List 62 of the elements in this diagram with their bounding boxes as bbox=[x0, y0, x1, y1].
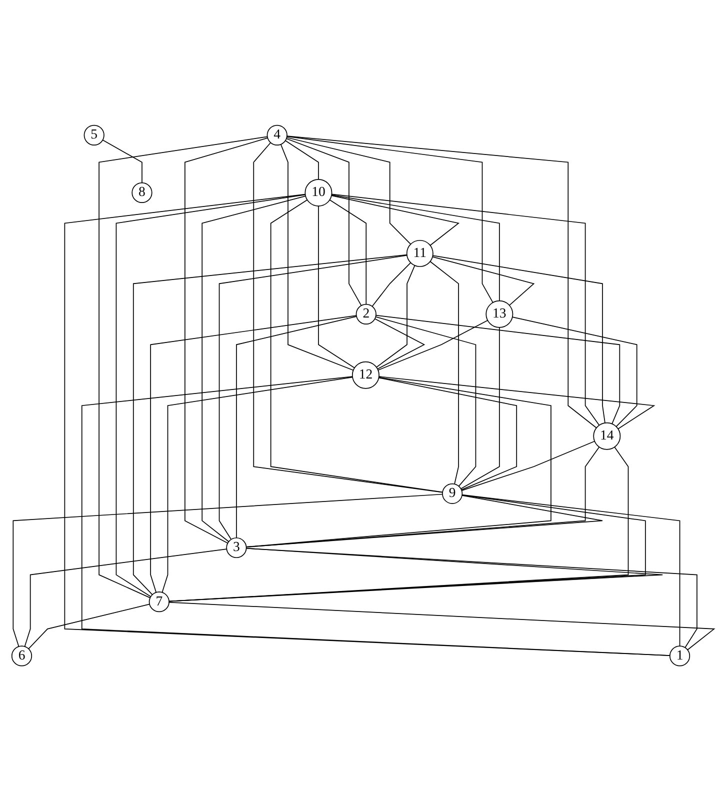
node-circle: 3 bbox=[226, 537, 247, 558]
connector bbox=[331, 195, 460, 246]
connector bbox=[430, 260, 459, 484]
connector bbox=[286, 136, 494, 303]
node-circle: 14 bbox=[593, 422, 621, 450]
connector bbox=[24, 548, 228, 647]
connector bbox=[168, 548, 664, 602]
connector bbox=[461, 440, 596, 491]
connector bbox=[378, 376, 656, 430]
connector bbox=[168, 494, 646, 602]
node-circle: 1 bbox=[669, 646, 690, 666]
connector bbox=[331, 194, 500, 302]
connector bbox=[284, 140, 319, 180]
connector bbox=[512, 316, 638, 427]
connector bbox=[286, 136, 412, 245]
connector bbox=[378, 377, 518, 490]
connector bbox=[202, 196, 306, 542]
node-circle: 13 bbox=[486, 300, 514, 328]
connector bbox=[98, 136, 268, 598]
connector bbox=[168, 602, 716, 650]
connector bbox=[246, 548, 698, 648]
connector bbox=[218, 254, 408, 540]
connector bbox=[253, 142, 443, 493]
connector bbox=[270, 199, 443, 493]
node-circle: 2 bbox=[356, 304, 376, 324]
connector bbox=[376, 264, 416, 368]
connector bbox=[329, 199, 367, 305]
connector bbox=[318, 206, 355, 368]
connector bbox=[374, 318, 426, 370]
connector bbox=[12, 494, 443, 647]
connector bbox=[116, 194, 306, 597]
connector bbox=[376, 314, 620, 424]
connector bbox=[432, 255, 606, 424]
connector bbox=[246, 494, 603, 548]
connector bbox=[286, 136, 597, 428]
connector bbox=[28, 604, 150, 650]
connector bbox=[460, 326, 500, 490]
node-circle: 6 bbox=[11, 646, 32, 666]
connector bbox=[102, 140, 142, 184]
connector bbox=[132, 254, 408, 596]
node-circle: 7 bbox=[148, 591, 170, 612]
connector bbox=[184, 137, 268, 544]
node-circle: 5 bbox=[84, 124, 104, 146]
connector bbox=[286, 138, 362, 306]
node-circle: 4 bbox=[266, 124, 288, 146]
connector bbox=[432, 256, 535, 306]
node-circle: 8 bbox=[132, 182, 152, 203]
connector bbox=[462, 494, 680, 646]
connector bbox=[236, 316, 357, 538]
connector bbox=[280, 144, 354, 371]
connector bbox=[375, 316, 476, 487]
node-circle: 11 bbox=[406, 240, 434, 267]
node-circle: 9 bbox=[442, 483, 463, 504]
connector bbox=[162, 376, 353, 593]
node-circle: 10 bbox=[304, 178, 332, 206]
connector bbox=[372, 262, 412, 307]
connector bbox=[64, 194, 670, 656]
connector bbox=[331, 194, 600, 426]
node-circle: 12 bbox=[352, 361, 380, 389]
connector bbox=[150, 315, 357, 593]
connector bbox=[378, 320, 488, 370]
connector bbox=[81, 376, 670, 656]
